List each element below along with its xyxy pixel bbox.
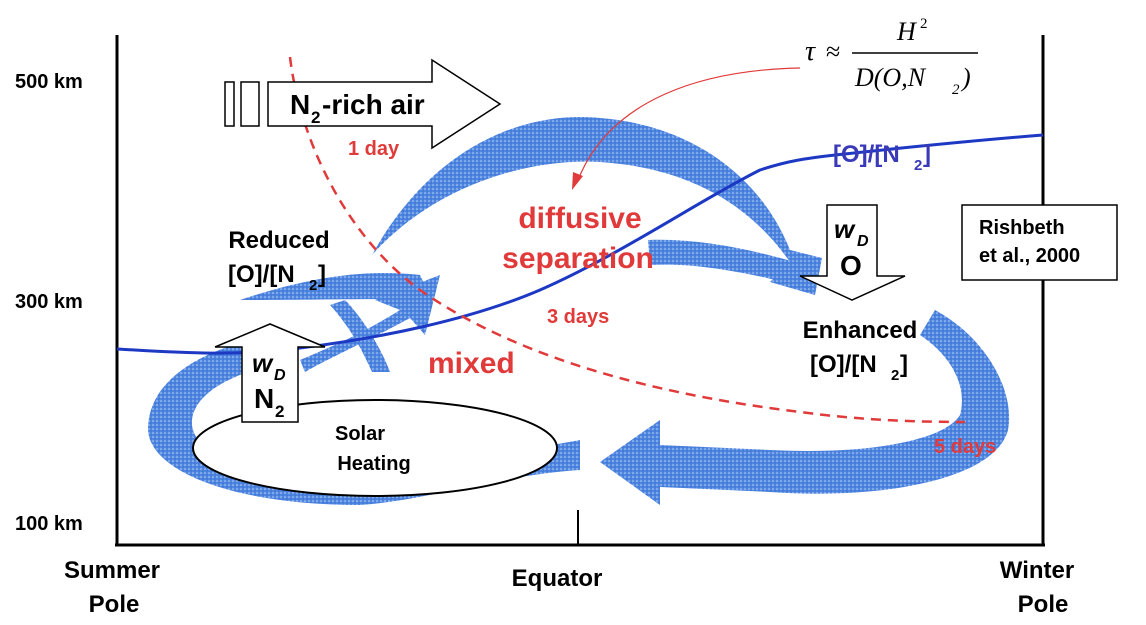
enhanced-label-2-sub: 2 [891,367,899,384]
formula-pointer-arrowhead [572,172,583,190]
formula-pointer-arrow [577,67,801,181]
formula-denominator: D(O,N [854,63,927,92]
solar-label-2: Heating [337,453,410,475]
reduced-label-2-end: ] [318,261,326,288]
solar-heating-ellipse [192,399,558,497]
ratio-curve-label-sub: 2 [914,157,922,174]
solar-label-1: Solar [335,423,385,445]
formula-denominator-sub: 2 [952,82,960,98]
circulation-left-arrowhead [240,272,432,300]
enhanced-label-2-end: ] [900,351,908,378]
arrow-tail-bar-2 [240,81,260,127]
formula-approx: ≈ [826,37,840,66]
wd-right-w: w [834,214,856,244]
time-3-days: 3 days [547,306,609,328]
formula-denominator-end: ) [960,63,971,92]
formula-tau: τ [805,36,816,67]
n2-rich-air-rest: -rich air [322,89,425,120]
wd-o-down-arrow [799,204,906,301]
formula-numerator-exp: 2 [920,16,928,32]
circulation-upper-arc [372,117,822,295]
wd-left-species-sub: 2 [275,402,284,421]
wd-n2-up-arrow [214,323,326,423]
circulation-left-drop [330,300,390,372]
circulation-lower-band [600,310,1010,505]
x-label-winter-1: Winter [1000,557,1074,584]
reference-box [961,204,1118,281]
circulation-upper-tail [648,239,815,290]
enhanced-label-2: [O]/[N [810,351,877,378]
x-label-equator: Equator [512,565,603,592]
x-label-winter-2: Pole [1018,591,1069,618]
reference-line-1: Rishbeth [979,217,1065,239]
x-label-summer-2: Pole [89,591,140,618]
dashed-timeline [288,56,966,424]
label-separation: separation [502,242,654,275]
wd-right-d: D [857,233,869,250]
y-tick-500: 500 km [15,71,83,93]
reduced-label-2: [O]/[N [228,261,295,288]
x-label-summer-1: Summer [64,557,160,584]
wd-left-d: D [274,367,286,384]
n2-rich-air-n: N [290,89,310,120]
y-tick-300: 300 km [15,291,83,313]
enhanced-label-1: Enhanced [803,317,918,344]
y-tick-100: 100 km [15,513,83,535]
ratio-curve-label-end: ] [923,141,931,168]
n2-rich-air-arrow [267,58,502,150]
reduced-label-2-sub: 2 [309,277,317,294]
time-1-day: 1 day [348,138,400,160]
ratio-curve-label: [O]/[N [833,141,900,168]
time-5-days: 5 days [934,436,996,458]
formula-numerator: H [896,17,917,46]
label-mixed: mixed [428,347,515,380]
reduced-label-1: Reduced [228,227,329,254]
wd-right-species: O [840,250,862,281]
reference-line-2: et al., 2000 [979,245,1080,267]
wd-left-w: w [252,348,274,378]
label-diffusive: diffusive [518,202,641,235]
n2-rich-air-sub: 2 [311,108,320,127]
wd-left-species: N [254,383,274,414]
arrow-tail-bar-1 [224,81,235,127]
